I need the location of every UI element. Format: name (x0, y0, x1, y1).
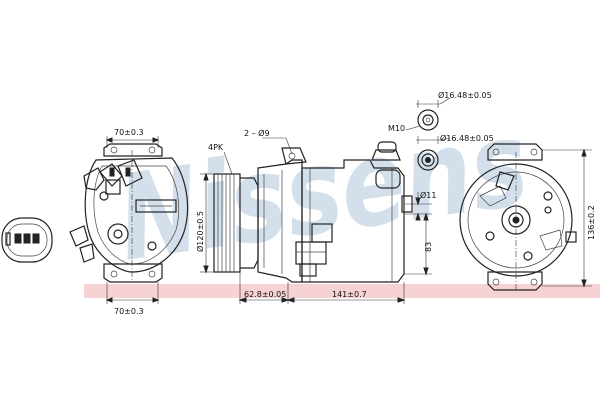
front-view (69, 136, 189, 304)
dim-length: 141±0.7 (332, 290, 367, 299)
dim-height-136: 136±0.2 (587, 205, 596, 240)
electrical-connector-detail (1, 217, 53, 263)
dim-belt-type: 4PK (208, 143, 224, 152)
dim-pulley-diameter: Ø120±0.5 (195, 211, 205, 252)
dim-mount-holes: 2 – Ø9 (244, 128, 270, 138)
port-details (405, 97, 451, 171)
dim-bolt: Ø11 (420, 190, 436, 200)
dim-offset: 62.8±0.05 (244, 290, 286, 299)
dim-height-83: 83 (424, 242, 433, 252)
dim-width-bottom: 70±0.3 (114, 307, 144, 316)
dim-port-top: Ø16.48±0.05 (438, 90, 492, 100)
rear-view (459, 143, 592, 291)
side-view (200, 137, 432, 304)
watermark-band (84, 284, 600, 298)
watermark-registered-mark: ® (498, 142, 512, 158)
dim-width-top: 70±0.3 (114, 128, 144, 137)
watermark-logo: Nissens (111, 94, 536, 288)
dim-thread: M10 (388, 124, 405, 133)
dim-port-bottom: Ø16.48±0.05 (440, 133, 494, 143)
